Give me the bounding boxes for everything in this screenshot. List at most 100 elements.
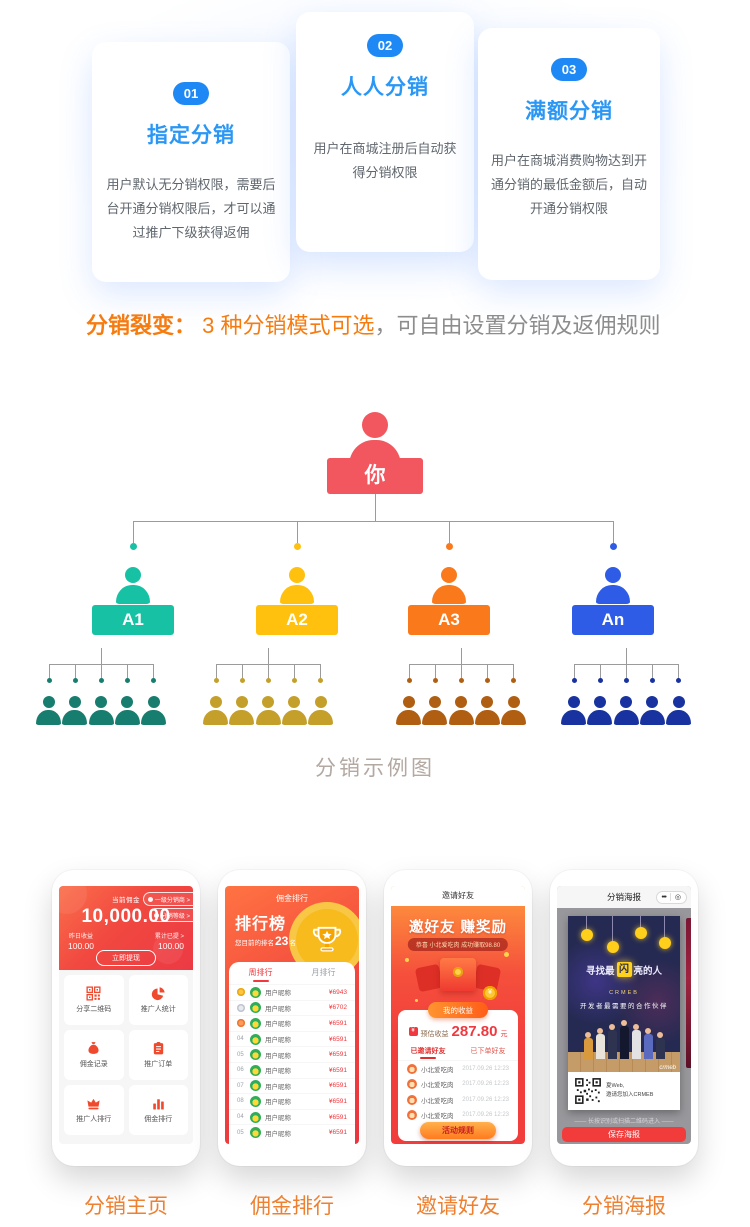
coin-icon: ¥ xyxy=(483,986,497,1000)
caption-poster: 分销海报 xyxy=(582,1195,666,1218)
lantern-icon xyxy=(586,916,587,930)
my-income-pill: 我的收益 xyxy=(428,1002,488,1018)
qr-line1: 夏Web, xyxy=(606,1082,625,1089)
ranking-row: 用户昵称¥6702 xyxy=(229,999,355,1016)
headline-post: 亮的人 xyxy=(633,965,663,977)
headline-prefix: 分销裂变： xyxy=(86,313,197,338)
tab-week-ranking[interactable]: 周排行 xyxy=(229,962,292,984)
miniprogram-capsule: ••• ◎ xyxy=(655,890,687,904)
yuan-icon: ¥ xyxy=(408,1027,418,1036)
branch-dot xyxy=(446,543,453,550)
grid-item-commission-ranking[interactable]: 佣金排行 xyxy=(128,1085,188,1135)
branch-label-text: An xyxy=(601,610,625,629)
rank-number: 06 xyxy=(237,1067,244,1074)
activity-rules-button[interactable]: 活动规则 xyxy=(420,1122,496,1139)
avatar xyxy=(250,1127,261,1139)
avatar xyxy=(250,1111,261,1123)
poster-subtitle: 开发者最需要的合作伙伴 xyxy=(580,1003,668,1010)
phone-mockup-invite: 邀请好友 邀好友 赚奖励 恭喜 小北爱吃肉 成功赚取98.80 ¥ 我的收益 ¥… xyxy=(384,870,532,1166)
poster-qr-section: 夏Web, 邀请您加入CRMEB xyxy=(568,1072,680,1110)
subtree-a2 xyxy=(203,648,333,728)
tab-month-ranking[interactable]: 月排行 xyxy=(311,968,336,977)
grid-item-commission-records[interactable]: 佣金记录 xyxy=(64,1030,124,1080)
card-body: 用户在商城注册后自动获得分销权限 xyxy=(313,141,457,181)
poster-card: 寻找最闪亮的人 CRMEB 开发者最需要的合作伙伴 crmeb 夏Web, 邀请… xyxy=(568,916,680,1110)
avatar xyxy=(250,1064,261,1076)
person-icon xyxy=(448,696,474,725)
feature-card-designated: 01 指定分销 用户默认无分销权限，需要后台开通分销权限后，才可以通过推广下级获… xyxy=(92,42,290,282)
avatar xyxy=(250,1080,261,1092)
person-icon xyxy=(116,567,150,604)
ranking-tabs: 周排行 月排行 xyxy=(229,962,355,984)
invite-page-title: 邀请好友 xyxy=(391,886,525,906)
yesterday-value: 100.00 xyxy=(68,941,94,951)
home-screen: 当前佣金 10,000.00 一级分销商 > 分销等级 > 昨日收益 100.0… xyxy=(59,886,193,1144)
commission-value: ¥6591 xyxy=(328,1129,347,1137)
total-label[interactable]: 累计已提 > xyxy=(154,934,184,940)
branch-dot xyxy=(294,543,301,550)
card-body: 用户在商城消费购物达到开通分销的最低金额后，自动开通分销权限 xyxy=(491,153,648,217)
close-icon[interactable]: ◎ xyxy=(674,893,681,901)
grid-item-label: 推广人统计 xyxy=(140,1006,176,1013)
avatar xyxy=(250,1095,261,1107)
qr-text: 夏Web, 邀请您加入CRMEB xyxy=(606,1082,653,1101)
grid-item-share-qrcode[interactable]: 分享二维码 xyxy=(64,975,124,1025)
income-unit: 元 xyxy=(500,1031,508,1038)
my-rank-text: 您目前的排名23名 xyxy=(235,934,296,948)
grid-item-promoter-ranking[interactable]: 推广人排行 xyxy=(64,1085,124,1135)
invite-date: 2017.09.26 12:23 xyxy=(462,1081,509,1088)
person-icon xyxy=(114,696,140,725)
person-icon xyxy=(501,696,526,725)
feature-cards-section: 01 指定分销 用户默认无分销权限，需要后台开通分销权限后，才可以通过推广下级获… xyxy=(0,0,750,300)
grid-item-promoter-stats[interactable]: 推广人统计 xyxy=(128,975,188,1025)
phone-mockup-ranking: 佣金排行 排行榜 您目前的排名23名 周排行 月排行 用户昵称¥6943 用户昵… xyxy=(218,870,366,1166)
section-headline: 分销裂变： 3 种分销模式可选，可自由设置分销及返佣规则 xyxy=(0,308,750,344)
phone-mockup-poster: 分销海报 •••◎ 寻找最闪亮的人 CRMEB 开发者最需要的合作伙伴 xyxy=(550,870,698,1166)
grade-pill[interactable]: 分销等级 > xyxy=(148,908,193,922)
person-icon xyxy=(422,696,448,725)
card-title: 满额分销 xyxy=(525,100,613,123)
withdraw-button[interactable]: 立即提现 xyxy=(96,950,156,966)
leaderboard-title: 排行榜 xyxy=(235,916,287,933)
commission-value: ¥6591 xyxy=(328,1097,347,1105)
income-value: 287.80 xyxy=(451,1023,498,1040)
grid-item-promotion-orders[interactable]: 推广订单 xyxy=(128,1030,188,1080)
person-icon xyxy=(280,567,314,604)
headline-highlight: 3 种分销模式可选 xyxy=(196,313,375,338)
rank-prefix: 您目前的排名 xyxy=(235,940,274,947)
grid-item-label: 推广人排行 xyxy=(76,1116,112,1123)
next-poster-sliver[interactable] xyxy=(686,918,691,1068)
person-icon xyxy=(255,696,281,725)
avatar xyxy=(250,1002,261,1014)
user-nickname: 用户昵称 xyxy=(265,1052,291,1060)
order-list-icon xyxy=(153,1041,163,1055)
commission-title: 当前佣金 xyxy=(112,897,140,904)
invite-date: 2017.09.26 12:23 xyxy=(462,1112,509,1119)
commission-value: ¥6591 xyxy=(328,1066,347,1074)
caption-ranking: 佣金排行 xyxy=(250,1195,334,1218)
tab-ordered-friends[interactable]: 已下单好友 xyxy=(470,1048,506,1055)
person-icon xyxy=(308,696,333,725)
phone-mockup-home: 当前佣金 10,000.00 一级分销商 > 分销等级 > 昨日收益 100.0… xyxy=(52,870,200,1166)
person-icon xyxy=(229,696,255,725)
ranking-screen: 佣金排行 排行榜 您目前的排名23名 周排行 月排行 用户昵称¥6943 用户昵… xyxy=(225,886,359,1144)
rank-value: 23 xyxy=(275,934,289,948)
tab-invited-friends[interactable]: 已邀请好友 xyxy=(398,1044,458,1060)
user-nickname: 用户昵称 xyxy=(265,1099,291,1107)
person-icon xyxy=(62,696,88,725)
rank-suffix: 名 xyxy=(289,940,296,947)
grid-item-label: 佣金记录 xyxy=(79,1061,108,1068)
poster-screen: 分销海报 •••◎ 寻找最闪亮的人 CRMEB 开发者最需要的合作伙伴 xyxy=(557,886,691,1144)
level-pill[interactable]: 一级分销商 > xyxy=(142,892,193,906)
user-nickname: 用户昵称 xyxy=(265,1130,291,1138)
person-icon xyxy=(587,696,613,725)
save-poster-button[interactable]: 保存海报 xyxy=(562,1127,686,1142)
more-icon[interactable]: ••• xyxy=(661,893,667,901)
branch-label-text: A3 xyxy=(438,610,460,629)
person-icon xyxy=(141,696,166,725)
card-body: 用户默认无分销权限，需要后台开通分销权限后，才可以通过推广下级获得返佣 xyxy=(106,177,276,241)
invite-screen: 邀请好友 邀好友 赚奖励 恭喜 小北爱吃肉 成功赚取98.80 ¥ 我的收益 ¥… xyxy=(391,886,525,1144)
